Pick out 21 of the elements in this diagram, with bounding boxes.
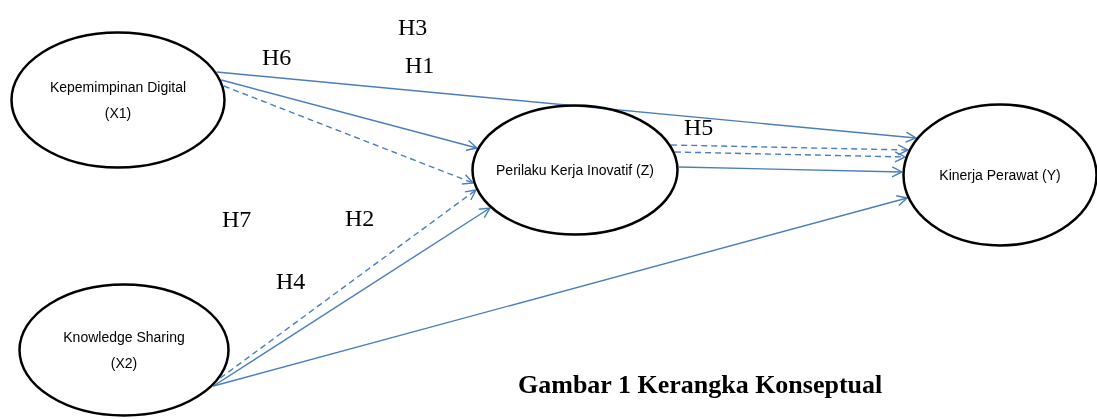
hypothesis-label: H2 [345, 205, 375, 232]
arrow [678, 166, 903, 178]
arrow [670, 144, 909, 156]
arrow [674, 151, 906, 163]
hypothesis-label: H6 [262, 44, 292, 71]
hypothesis-label: H1 [405, 52, 435, 79]
hypothesis-label: H5 [684, 114, 714, 141]
node-label: Perilaku Kerja Inovatif (Z) [496, 161, 654, 180]
node-label: Kinerja Perawat (Y) [939, 166, 1061, 185]
arrow [220, 79, 478, 151]
arrow [212, 207, 491, 387]
caption: Gambar 1 Kerangka Konseptual [518, 370, 883, 400]
node-label: Knowledge Sharing (X2) [62, 328, 186, 373]
arrow [212, 195, 908, 387]
arrow [223, 85, 474, 185]
arrow [219, 189, 477, 379]
node-label: Kepemimpinan Digital (X1) [48, 78, 188, 123]
hypothesis-label: H4 [276, 268, 306, 295]
arrow [216, 71, 917, 143]
hypothesis-label: H7 [222, 206, 252, 233]
hypothesis-label: H3 [398, 14, 428, 41]
